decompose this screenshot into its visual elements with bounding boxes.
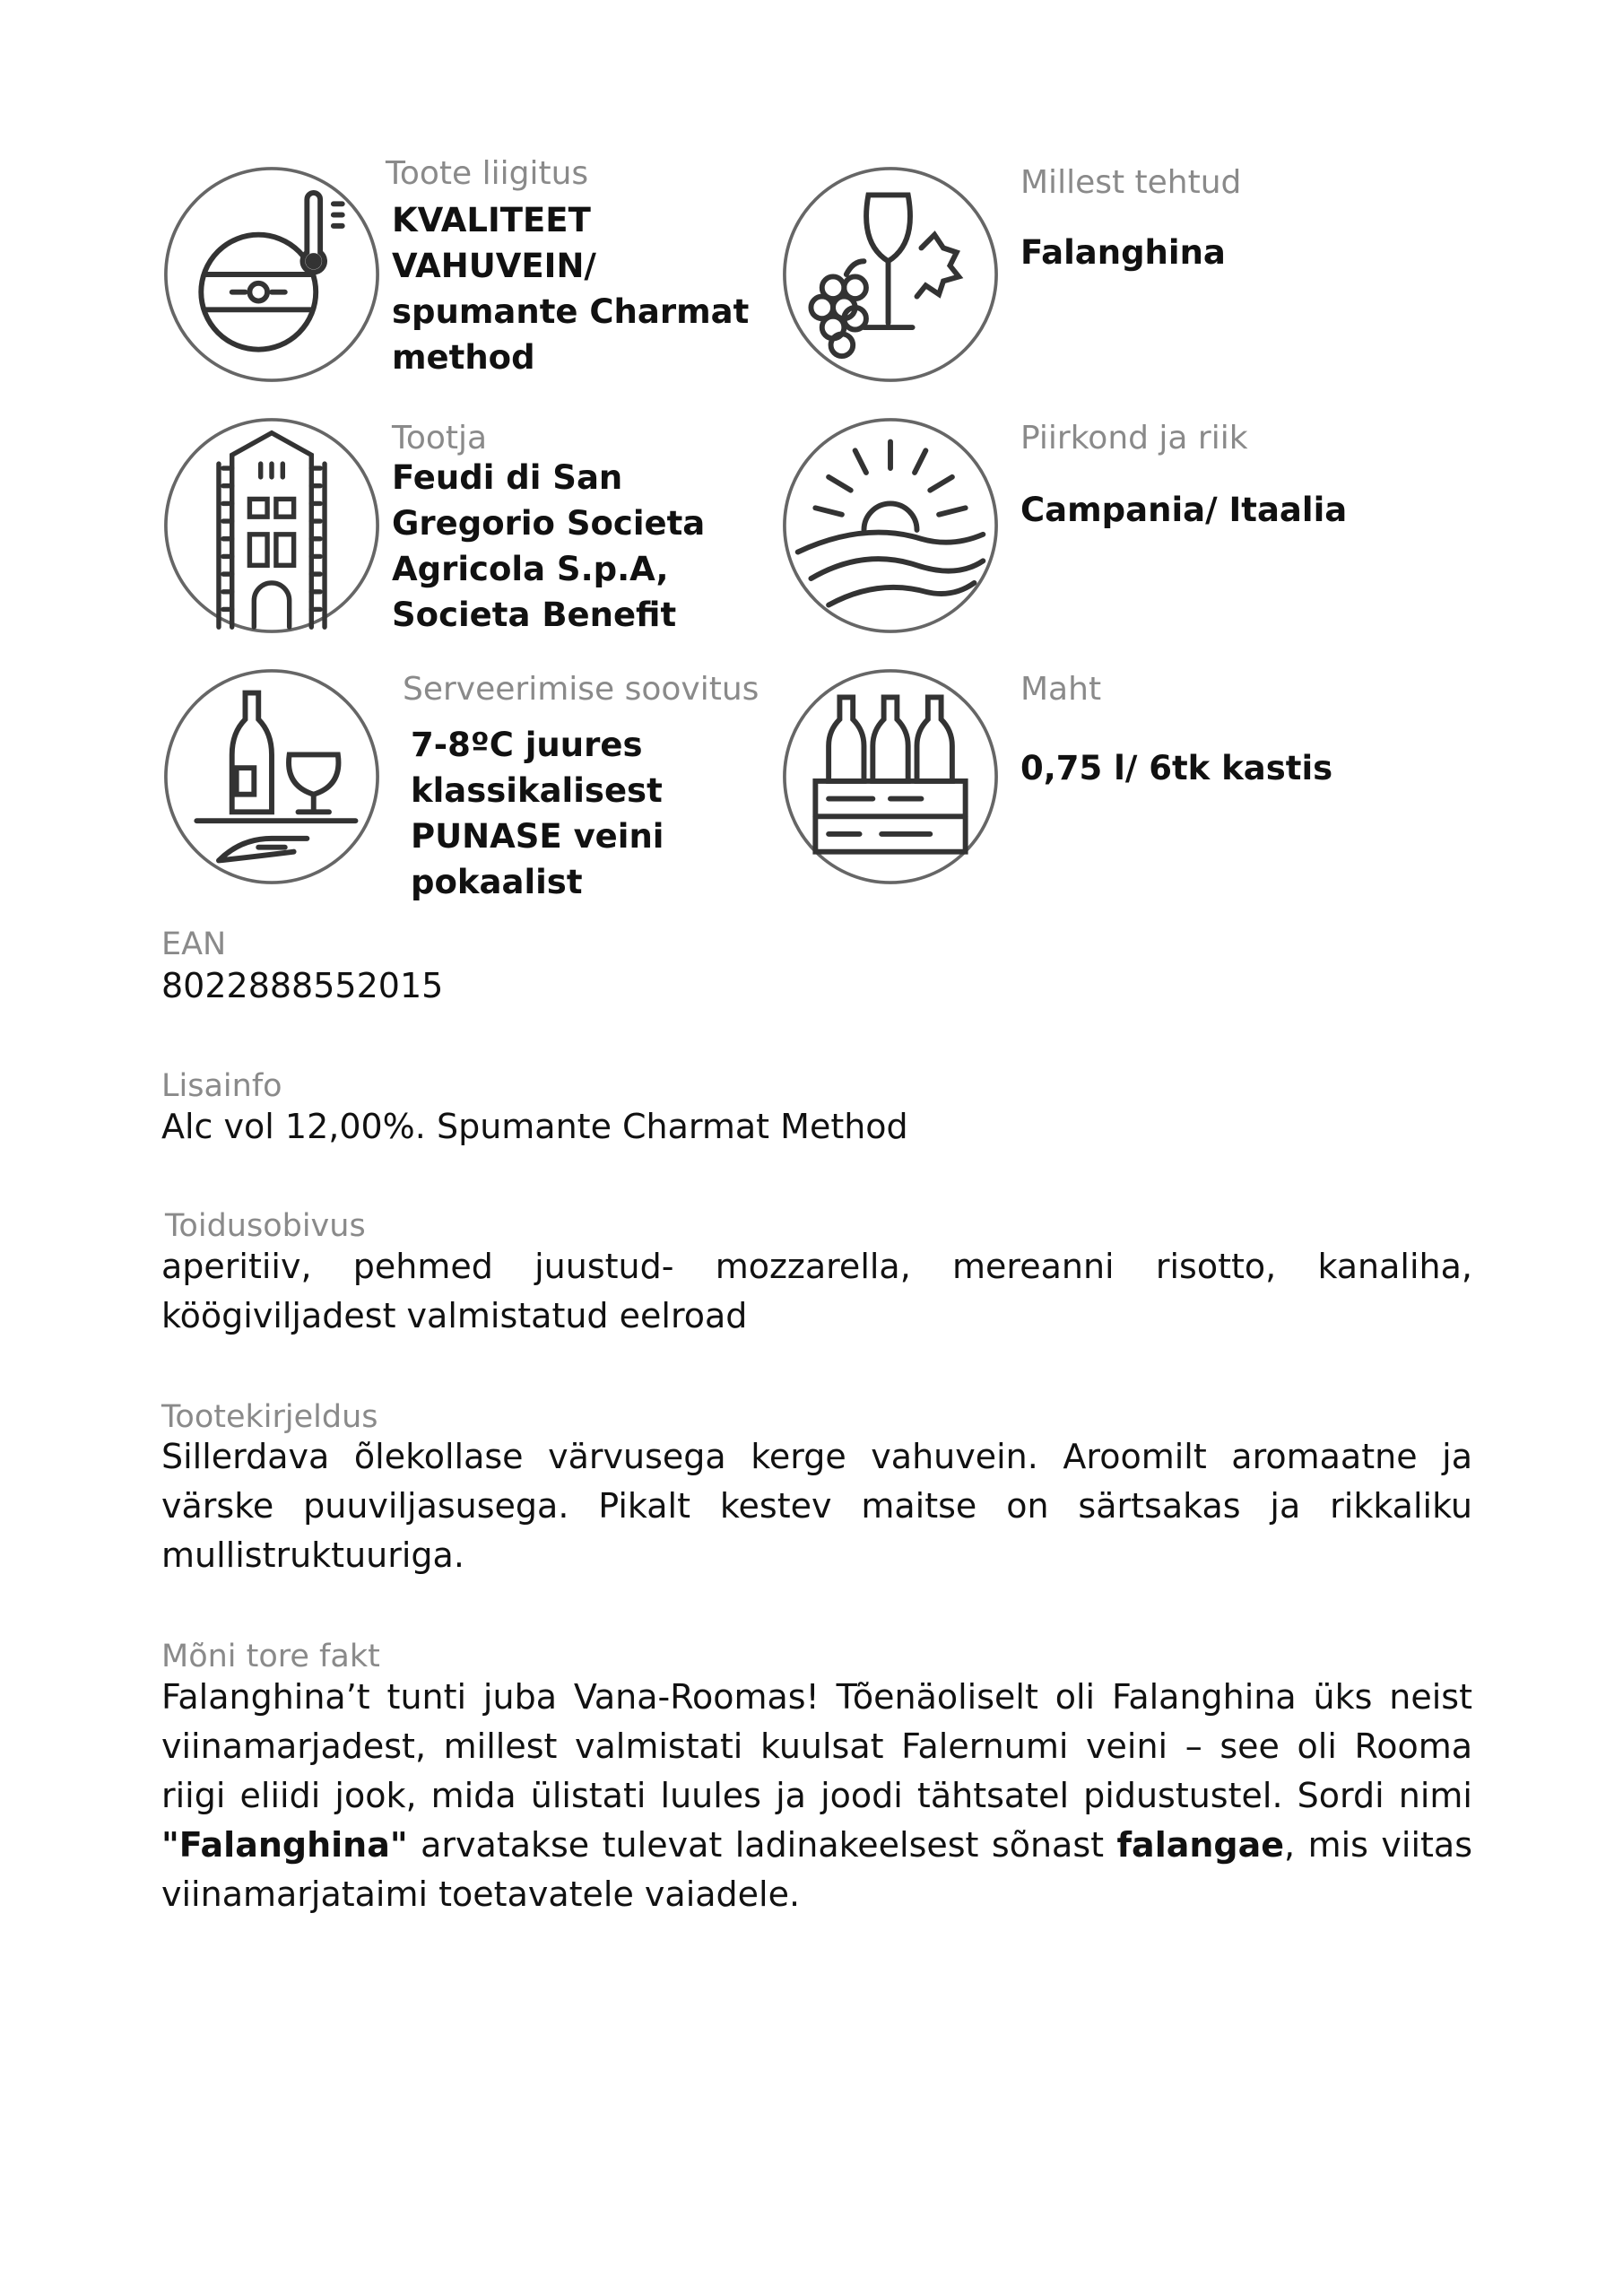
attr-label-maht: Maht bbox=[1020, 671, 1102, 708]
attr-label-millest-tehtud: Millest tehtud bbox=[1020, 164, 1242, 201]
attr-label-toote-liigitus: Toote liigitus bbox=[386, 155, 589, 192]
attr-value-maht: 0,75 l/ 6tk kastis bbox=[1020, 749, 1333, 787]
tootekirjeldus-label: Tootekirjeldus bbox=[161, 1399, 378, 1435]
toidusobivus-value: aperitiiv, pehmed juustud- mozzarella, m… bbox=[161, 1247, 1472, 1335]
ean-value: 8022888552015 bbox=[161, 966, 444, 1005]
fakt-text-2: arvatakse tulevat ladinakeelsest sõnast bbox=[407, 1825, 1117, 1865]
attr-value-millest-tehtud: Falanghina bbox=[1020, 233, 1226, 272]
sunrise-hills-icon bbox=[780, 415, 1001, 636]
fakt-text-3: , mis viitas viinamarjataimi toetavatele… bbox=[161, 1825, 1473, 1914]
lisainfo-label: Lisainfo bbox=[161, 1068, 282, 1104]
attr-value-serveerimise-soovitus: 7-8ºC juures klassikalisest PUNASE veini… bbox=[411, 726, 664, 901]
attr-value-tootja: Feudi di San Gregorio Societa Agricola S… bbox=[392, 458, 706, 634]
ean-label: EAN bbox=[161, 926, 227, 962]
fakt-bold-falanghina: "Falanghina" bbox=[161, 1825, 408, 1865]
wine-glass-grapes-icon bbox=[780, 164, 1001, 385]
fakt-value: Falanghina’t tunti juba Vana-Roomas! Tõe… bbox=[161, 1673, 1472, 1919]
attr-label-piirkond-ja-riik: Piirkond ja riik bbox=[1020, 420, 1248, 457]
attr-label-serveerimise-soovitus: Serveerimise soovitus bbox=[403, 671, 759, 708]
fakt-label: Mõni tore fakt bbox=[161, 1639, 380, 1674]
fakt-text-1: Falanghina’t tunti juba Vana-Roomas! Tõe… bbox=[161, 1677, 1472, 1815]
attr-value-toote-liigitus: KVALITEET VAHUVEIN/ spumante Charmat met… bbox=[392, 201, 750, 377]
tootekirjeldus-value: Sillerdava õlekollase värvusega kerge va… bbox=[161, 1437, 1472, 1575]
lisainfo-value: Alc vol 12,00%. Spumante Charmat Method bbox=[161, 1107, 908, 1146]
winery-building-icon bbox=[161, 415, 382, 636]
attr-label-tootja: Tootja bbox=[392, 420, 488, 457]
wine-crate-icon bbox=[780, 666, 1001, 887]
toidusobivus-label: Toidusobivus bbox=[165, 1208, 366, 1244]
barrel-thermometer-icon bbox=[161, 164, 382, 385]
attr-value-piirkond-ja-riik: Campania/ Itaalia bbox=[1020, 491, 1348, 529]
serving-tray-icon bbox=[161, 666, 382, 887]
fakt-bold-falangae: falangae bbox=[1116, 1825, 1285, 1865]
